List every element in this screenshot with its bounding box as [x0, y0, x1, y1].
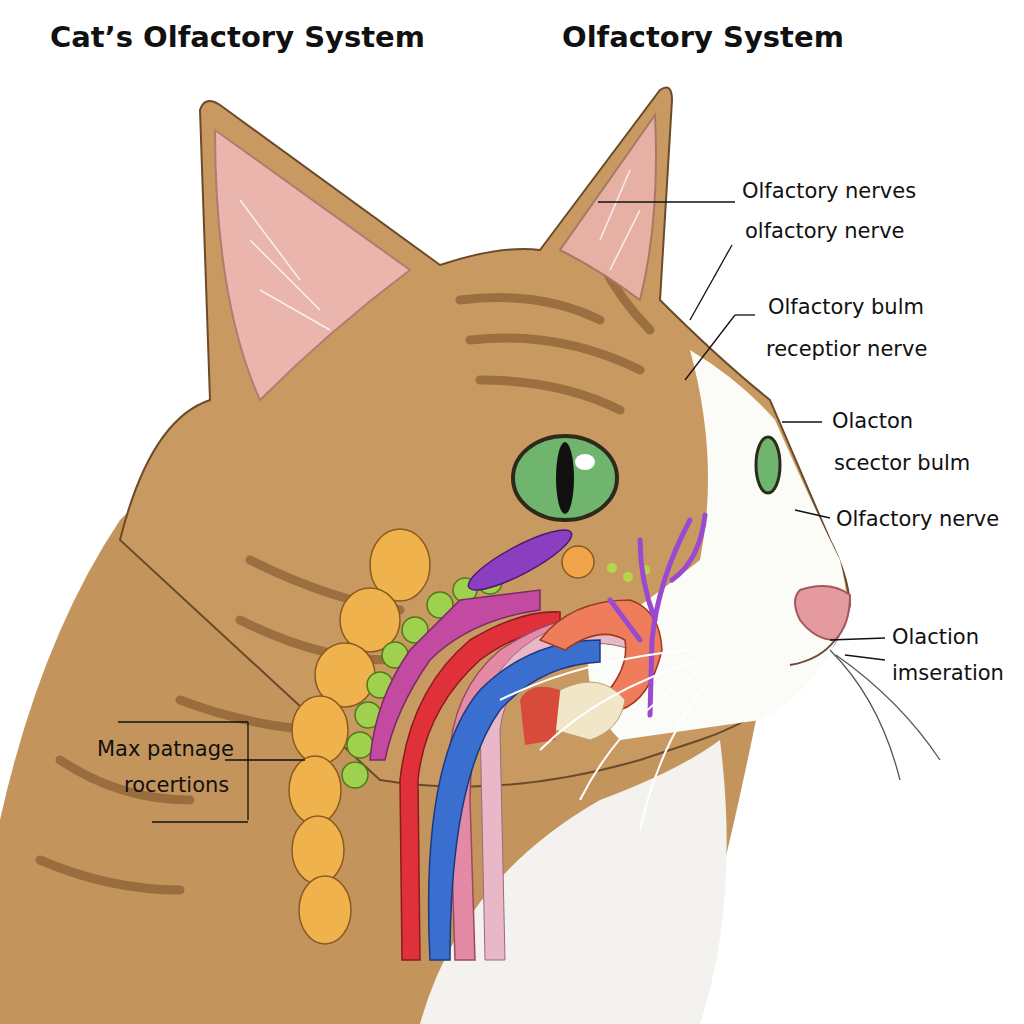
- sub-heading: Olfactory System: [562, 22, 844, 54]
- part-label: scector bulm: [834, 452, 970, 475]
- part-label: Olfactory nerve: [836, 508, 999, 531]
- part-label: receptior nerve: [766, 338, 927, 361]
- part-label: Olfactory bulm: [768, 296, 924, 319]
- part-label: Olfactory nerves: [742, 180, 916, 203]
- diagram-title: Cat’s Olfactory System: [50, 22, 425, 54]
- part-label: olfactory nerve: [745, 220, 905, 243]
- part-label: rocertions: [124, 774, 229, 797]
- part-label: Olaction: [892, 626, 979, 649]
- part-label: Olacton: [832, 410, 913, 433]
- part-label: imseration: [892, 662, 1004, 685]
- part-label: Max patnage: [97, 738, 234, 761]
